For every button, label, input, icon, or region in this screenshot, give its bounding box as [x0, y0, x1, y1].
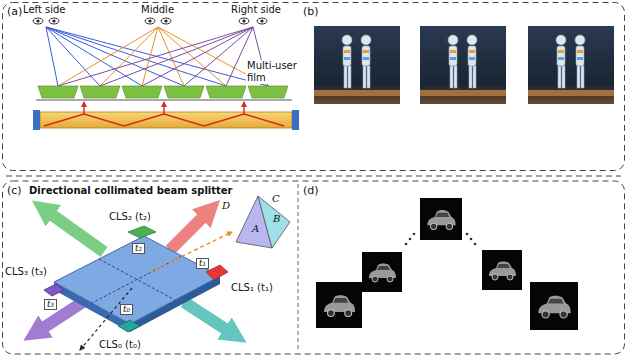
panel-letter: (a) [6, 5, 23, 18]
viewer-label: Left side [22, 4, 66, 16]
source-label: CLS₂ (t₂) [108, 211, 152, 223]
time-label: t₁ [196, 258, 209, 269]
panel-letter: (c) [6, 184, 23, 197]
source-label: CLS₁ (t₁) [230, 282, 274, 294]
source-label: CLS₀ (t₀) [98, 339, 142, 351]
panel-letter: (b) [302, 5, 320, 18]
viewer-label: Right side [230, 4, 282, 16]
vertex-label: D [222, 200, 230, 212]
viewer-label: Middle [140, 4, 175, 16]
film-label: Multi-user film [246, 60, 306, 84]
face-label: A [252, 223, 259, 235]
time-label: t₀ [120, 304, 133, 315]
source-label: CLS₃ (t₃) [4, 266, 48, 278]
vertex-label: C [272, 193, 280, 205]
component-title: Directional collimated beam splitter [28, 185, 234, 197]
face-label: B [273, 213, 280, 225]
time-label: t₂ [132, 243, 145, 254]
panel-letter: (d) [302, 184, 320, 197]
time-label: t₃ [44, 299, 57, 310]
